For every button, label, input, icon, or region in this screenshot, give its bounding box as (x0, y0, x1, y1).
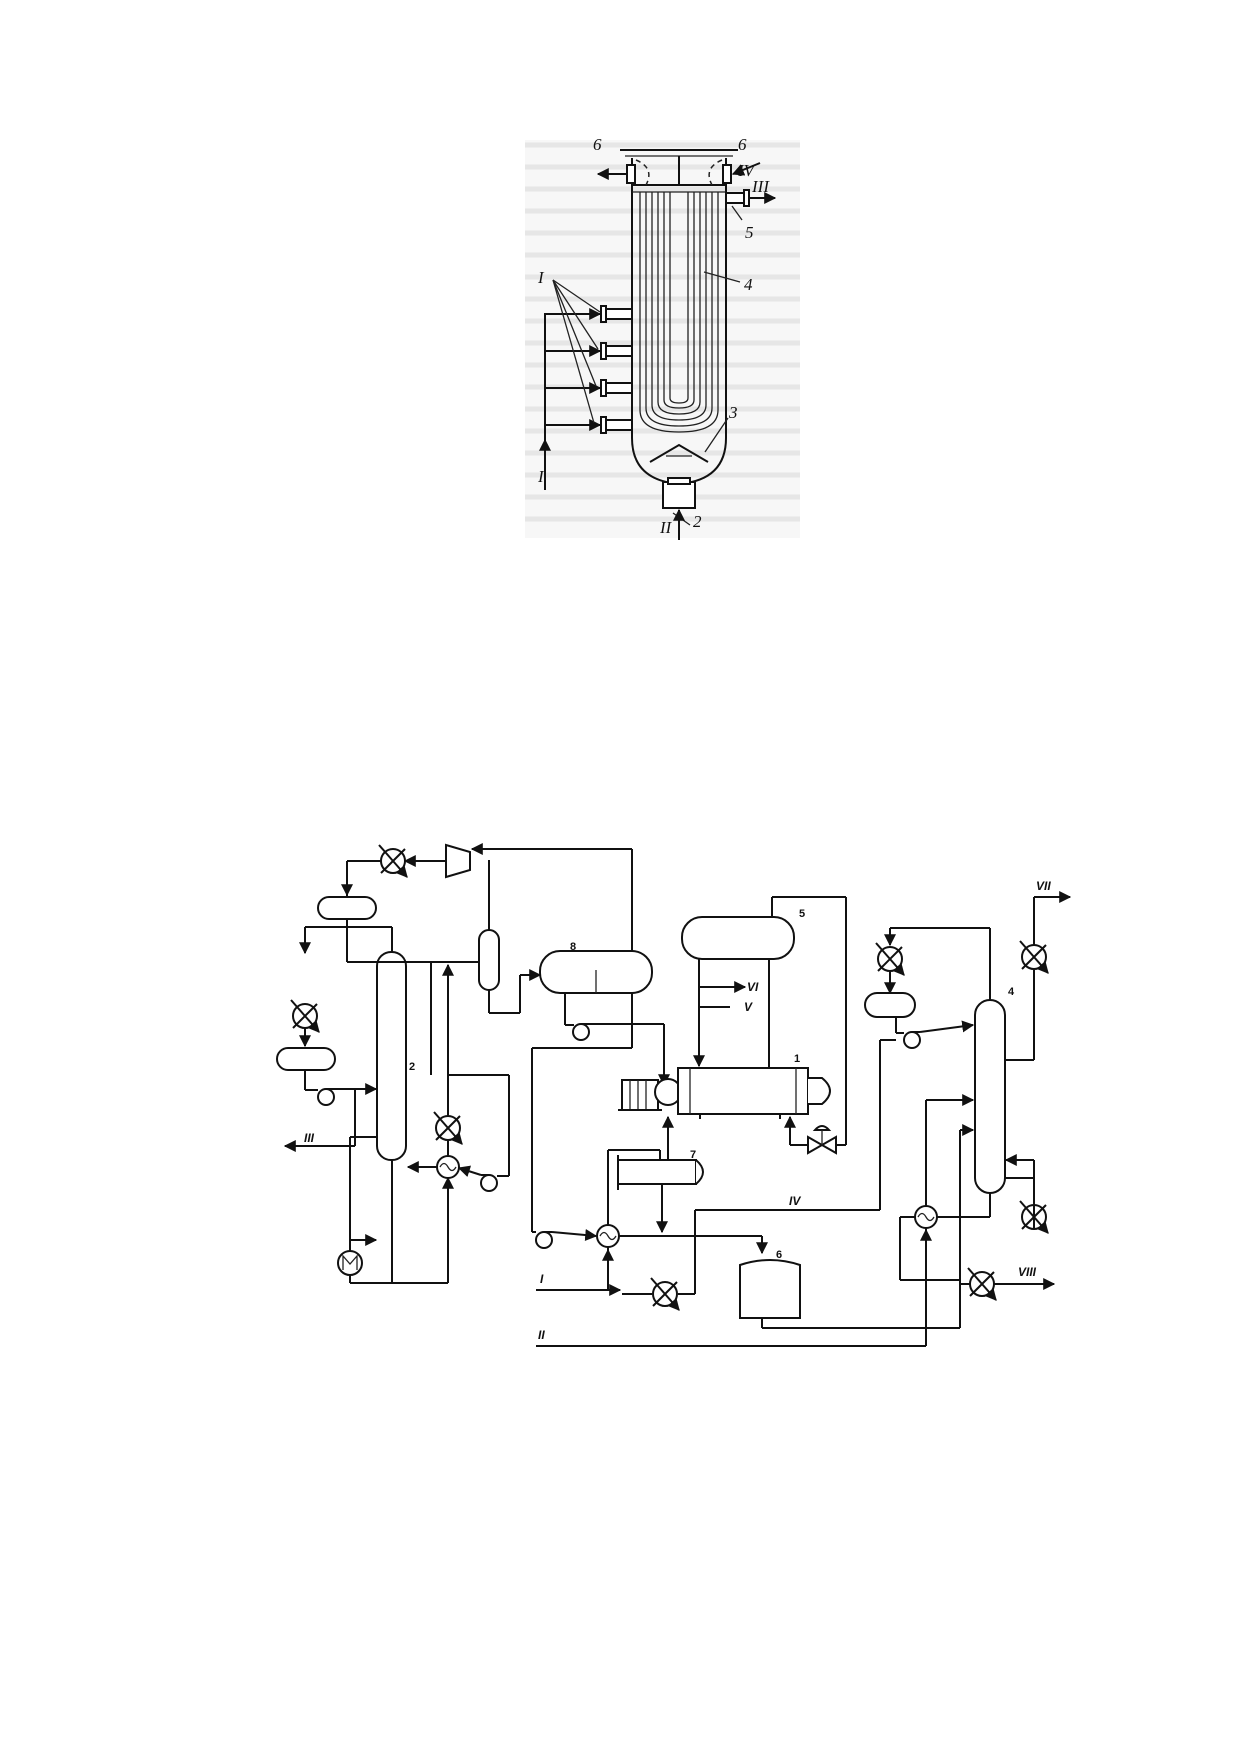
reactor-1 (677, 1067, 809, 1115)
label-I-top: I (537, 268, 545, 287)
label-6-right: 6 (738, 135, 747, 154)
label-6: 6 (776, 1249, 782, 1261)
motor-icon (621, 1079, 659, 1111)
reflux-drum-2 (276, 1047, 336, 1071)
outlet-nozzle-right (722, 164, 732, 184)
cooler-icon (967, 1267, 997, 1301)
compressor-icon (445, 843, 471, 879)
column-2 (376, 951, 407, 1161)
cooler-icon (650, 1277, 680, 1311)
leader-4 (703, 271, 741, 283)
u-tube-bundle (639, 192, 719, 433)
outlet-nozzle-left (626, 164, 636, 184)
leader-3 (704, 417, 729, 453)
cooler-icon (1019, 940, 1049, 974)
heat-exchanger-icon (436, 1155, 460, 1179)
label-I-bottom: I (537, 467, 545, 486)
label-I: I (540, 1272, 544, 1286)
label-1: 1 (794, 1053, 800, 1065)
cooler-icon (378, 844, 408, 878)
pump-icon (535, 1231, 553, 1249)
label-2: 2 (693, 512, 702, 531)
label-III: III (304, 1131, 315, 1145)
label-4: 4 (744, 275, 753, 294)
label-VII: VII (1036, 879, 1051, 893)
heat-exchanger-icon (914, 1205, 938, 1229)
vessel-7 (617, 1159, 697, 1185)
label-II: II (659, 518, 673, 537)
label-5: 5 (745, 223, 754, 242)
bottom-nozzle (662, 481, 696, 509)
control-valve-icon (807, 1125, 837, 1155)
pump-icon (903, 1031, 921, 1049)
reactor-figure: 6 6 IV III 5 4 I 3 I II 2 (525, 135, 800, 540)
leader-5 (731, 205, 743, 221)
nozzle-III (725, 192, 745, 204)
distributor-cone (649, 443, 709, 463)
reactor-end-cap (808, 1077, 831, 1105)
label-V: V (744, 1000, 753, 1014)
vessel-5 (681, 916, 795, 960)
pump-icon (317, 1088, 335, 1106)
column-4 (974, 999, 1006, 1194)
reboiler-icon (337, 1250, 363, 1276)
label-7: 7 (690, 1149, 696, 1161)
label-VI: VI (747, 980, 759, 994)
label-8: 8 (570, 941, 576, 953)
header-left-dashed (635, 159, 650, 186)
process-scheme: 2 8 5 1 7 6 4 VI V III IV I II VII VIII (276, 843, 1072, 1347)
label-3: 3 (728, 403, 738, 422)
label-IV: IV (789, 1194, 801, 1208)
pump-icon (480, 1174, 498, 1192)
header-right-dashed (708, 159, 723, 186)
label-4: 4 (1008, 986, 1015, 998)
reflux-drum-4 (864, 992, 916, 1018)
label-5: 5 (799, 908, 805, 920)
label-II: II (538, 1328, 545, 1342)
cooler-icon (433, 1111, 463, 1145)
condenser-icon (875, 942, 905, 976)
condenser-icon (290, 999, 320, 1033)
label-III: III (751, 177, 770, 196)
background-text-block (525, 140, 800, 538)
label-VIII: VIII (1018, 1265, 1037, 1279)
heat-exchanger-icon (596, 1224, 620, 1248)
label-6-left: 6 (593, 135, 602, 154)
pump-icon (572, 1023, 590, 1041)
separator-drum-top (317, 896, 377, 920)
vessel-6 (739, 1259, 801, 1319)
inlet-arrow-IV (731, 162, 761, 176)
label-IV: IV (737, 161, 757, 180)
label-2: 2 (409, 1061, 415, 1073)
separator-vertical (478, 929, 500, 991)
leader-I-fan (552, 279, 601, 424)
